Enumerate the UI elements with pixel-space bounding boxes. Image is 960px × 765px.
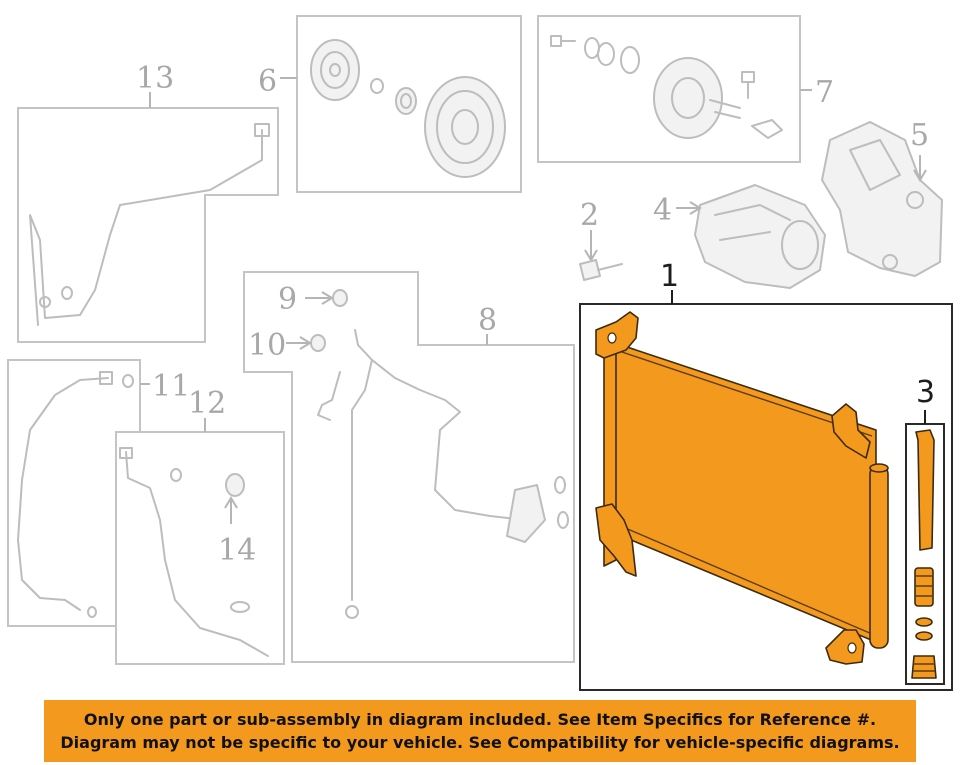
part-group-13[interactable]: 13: [17, 61, 279, 343]
callout-4: 4: [653, 193, 672, 228]
part-group-6[interactable]: 6: [258, 15, 522, 193]
callout-7: 7: [815, 75, 834, 110]
part-group-12[interactable]: 12 14: [115, 386, 285, 665]
disclaimer-line-1: Only one part or sub-assembly in diagram…: [83, 710, 877, 729]
disclaimer-banner: Only one part or sub-assembly in diagram…: [44, 700, 916, 762]
disclaimer-line-2: Diagram may not be specific to your vehi…: [60, 733, 900, 752]
callout-14: 14: [218, 533, 256, 568]
part-group-2[interactable]: 2: [579, 198, 623, 281]
part-group-7[interactable]: 7: [537, 15, 834, 163]
part-group-11[interactable]: 11: [7, 359, 190, 627]
callout-9: 9: [278, 282, 297, 317]
part-group-1-condenser[interactable]: 1 3: [579, 259, 953, 691]
callout-8: 8: [478, 303, 497, 338]
callout-2: 2: [580, 198, 599, 233]
callout-10: 10: [248, 328, 286, 363]
callout-12: 12: [188, 386, 226, 421]
callout-13: 13: [136, 61, 174, 96]
part-group-4[interactable]: 4: [653, 184, 826, 289]
part-group-5[interactable]: 5: [821, 118, 943, 277]
callout-3: 3: [916, 375, 935, 410]
callout-1: 1: [660, 259, 679, 294]
part-group-8[interactable]: 8 9 10: [243, 271, 575, 663]
callout-6: 6: [258, 64, 277, 99]
callout-11: 11: [152, 369, 190, 404]
callout-5: 5: [910, 118, 929, 153]
